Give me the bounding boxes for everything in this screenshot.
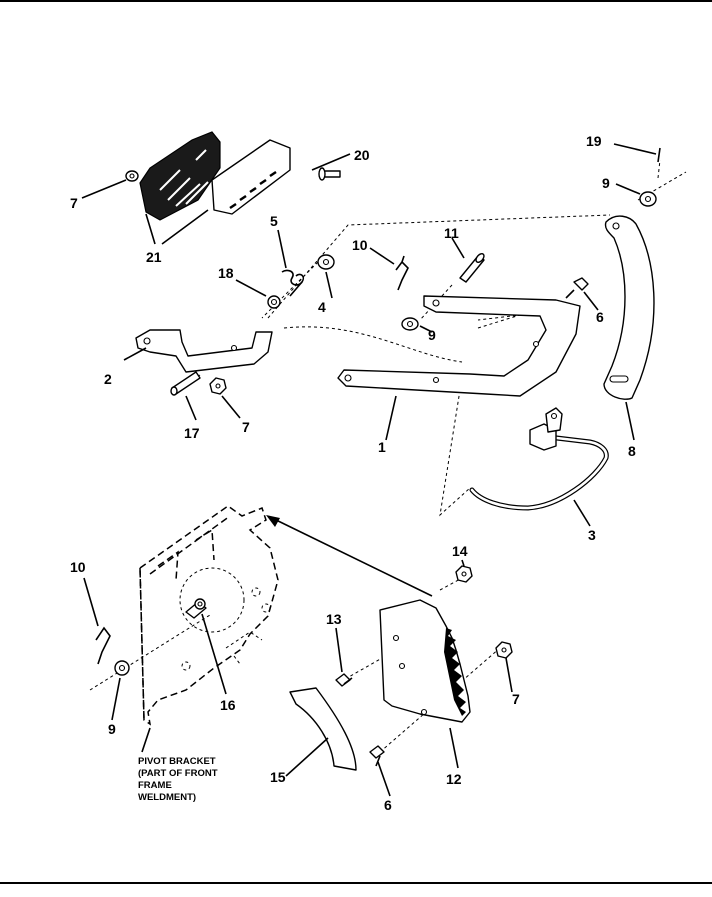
- callout-9-middle: 9: [428, 327, 436, 343]
- callout-10-lower: 10: [70, 559, 86, 575]
- hairpin-clip-top: [395, 255, 409, 291]
- callout-8: 8: [628, 443, 636, 459]
- note-line-1: PIVOT BRACKET: [138, 756, 216, 767]
- flat-washer-top-right: [639, 191, 657, 207]
- note-line-2: (PART OF FRONT: [138, 768, 218, 779]
- callout-6-lower: 6: [384, 797, 392, 813]
- pivot-bracket-note: PIVOT BRACKET (PART OF FRONT FRAME WELDM…: [138, 756, 218, 803]
- grip-cover: [211, 139, 291, 215]
- callout-17: 17: [184, 425, 200, 441]
- callout-4: 4: [318, 299, 326, 315]
- callout-9-lower-left: 9: [108, 721, 116, 737]
- hex-nut-top-left: [125, 170, 139, 182]
- callout-6-upper: 6: [596, 309, 604, 325]
- flat-washer-lower-left: [114, 660, 130, 676]
- mounting-bracket: [135, 329, 273, 373]
- note-line-3: FRAME: [138, 780, 172, 791]
- hairpin-clip-lower: [95, 626, 111, 665]
- callout-19: 19: [586, 133, 602, 149]
- callout-14: 14: [452, 543, 468, 559]
- hex-bolt-upper: [565, 277, 589, 299]
- callout-15: 15: [270, 769, 286, 785]
- curved-pad: [289, 687, 357, 771]
- flat-washer-spring: [317, 254, 335, 270]
- callout-7-right: 7: [512, 691, 520, 707]
- top-rule: [0, 0, 712, 2]
- cotter-pin: [657, 147, 661, 163]
- callout-13: 13: [326, 611, 342, 627]
- callout-20: 20: [354, 147, 370, 163]
- flat-washer-middle: [401, 317, 419, 331]
- note-line-4: WELDMENT): [138, 792, 196, 803]
- hex-bolt-lower: [369, 745, 385, 767]
- callout-9-top-right: 9: [602, 175, 610, 191]
- pivot-shaft: [185, 598, 207, 619]
- hex-nut-14: [455, 565, 473, 583]
- sector-gear: [379, 599, 471, 723]
- callout-3: 3: [588, 527, 596, 543]
- hand-grip: [139, 131, 221, 221]
- callout-7-nut-top: 7: [70, 195, 78, 211]
- callout-21: 21: [146, 249, 162, 265]
- installation-arrow: [266, 515, 433, 597]
- callout-12: 12: [446, 771, 462, 787]
- leader-lines: [81, 143, 657, 797]
- hex-nut-bracket: [209, 377, 227, 395]
- pivot-bracket-frame: [139, 505, 279, 726]
- grip-pin: [318, 167, 341, 181]
- callout-7-bracket: 7: [242, 419, 250, 435]
- clevis-pin: [170, 371, 201, 396]
- curved-link: [603, 215, 655, 400]
- shoulder-pin: [459, 253, 485, 283]
- bottom-rule: [0, 882, 712, 884]
- callout-16: 16: [220, 697, 236, 713]
- callout-11: 11: [444, 225, 459, 241]
- control-rod: [469, 407, 609, 511]
- callout-18: 18: [218, 265, 234, 281]
- callout-5: 5: [270, 213, 278, 229]
- callout-1: 1: [378, 439, 386, 455]
- hex-bolt-13: [335, 673, 353, 687]
- callout-labels: 7 21 20 5 18 4 10 11 9 6 19 9 2 17 7 1 8…: [70, 133, 636, 813]
- bushing: [267, 295, 281, 309]
- callout-2: 2: [104, 371, 112, 387]
- hex-nut-right: [495, 641, 513, 659]
- lift-lever-arm: [337, 295, 581, 397]
- callout-10-top: 10: [352, 237, 368, 253]
- torsion-spring: [281, 269, 305, 297]
